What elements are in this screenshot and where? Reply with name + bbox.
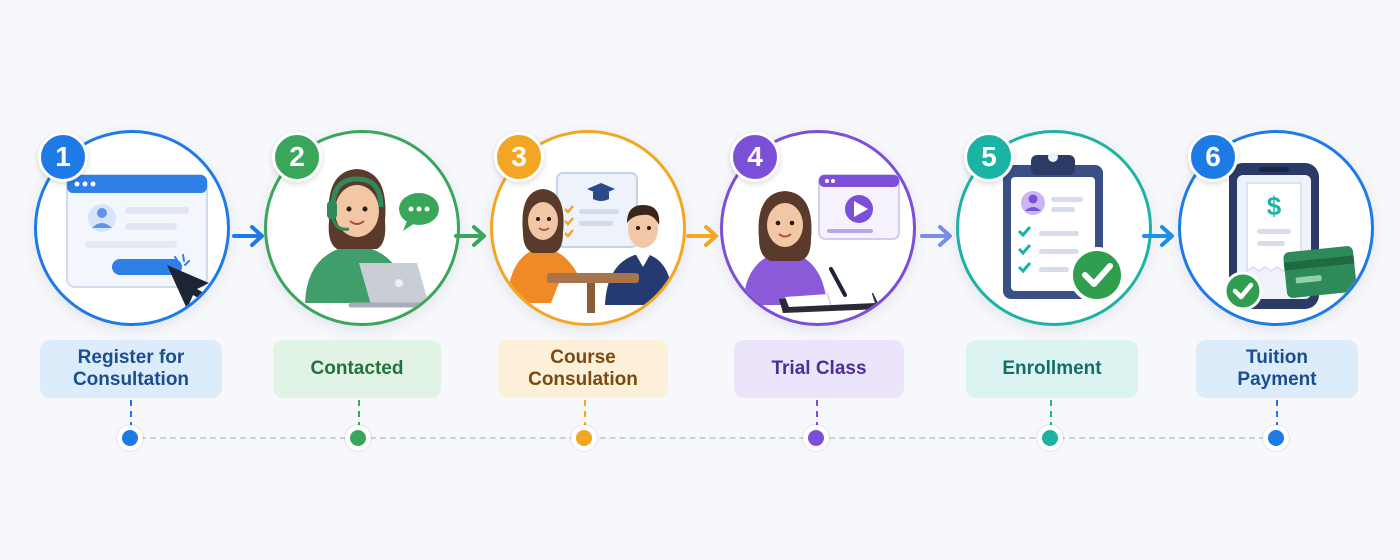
svg-text:$: $: [1267, 191, 1282, 221]
step-number-badge: 4: [730, 132, 780, 182]
arrow-right-icon: [1142, 225, 1174, 247]
step-label: Register for Consultation: [40, 340, 222, 398]
step-stem: [584, 400, 586, 428]
step-illustration: [34, 130, 230, 326]
timeline-dot: [350, 430, 366, 446]
flow-arrow: [454, 222, 490, 250]
step-stem: [130, 400, 132, 428]
step-number-badge: 2: [272, 132, 322, 182]
timeline-dot: [1268, 430, 1284, 446]
checklist-clipboard-icon: [1003, 152, 1125, 303]
step-course-consultation: 3 Course Consulation: [480, 0, 710, 560]
step-number-badge: 1: [38, 132, 88, 182]
step-label: Enrollment: [966, 340, 1138, 398]
flow-arrow: [920, 222, 956, 250]
timeline-line: [130, 437, 1275, 439]
timeline-dot: [808, 430, 824, 446]
timeline-dot: [576, 430, 592, 446]
arrow-right-icon: [454, 225, 486, 247]
step-label: Course Consulation: [498, 340, 668, 398]
arrow-right-icon: [686, 225, 718, 247]
step-stem: [358, 400, 360, 428]
step-number-badge: 3: [494, 132, 544, 182]
flow-arrow: [1142, 222, 1178, 250]
mobile-payment-icon: $: [1223, 163, 1357, 311]
step-trial-class: 4 Trial Class: [710, 0, 940, 560]
timeline-dot: [122, 430, 138, 446]
step-tuition-payment: $ 6 Tuition Payment: [1166, 0, 1396, 560]
arrow-right-icon: [232, 225, 264, 247]
step-stem: [1276, 400, 1278, 428]
step-label: Contacted: [273, 340, 441, 398]
step-stem: [1050, 400, 1052, 428]
timeline-dot: [1042, 430, 1058, 446]
step-label: Trial Class: [734, 340, 904, 398]
consultation-meeting-icon: [507, 172, 673, 313]
step-enrollment: 5 Enrollment: [940, 0, 1170, 560]
registration-form-icon: [66, 174, 211, 309]
step-stem: [816, 400, 818, 428]
step-number-badge: 6: [1188, 132, 1238, 182]
step-contacted: 2 Contacted: [250, 0, 480, 560]
step-illustration: [956, 130, 1152, 326]
arrow-right-icon: [920, 225, 952, 247]
step-label: Tuition Payment: [1196, 340, 1358, 398]
flow-arrow: [232, 222, 268, 250]
support-agent-icon: [305, 169, 440, 308]
step-register: 1 Register for Consultation: [20, 0, 250, 560]
flow-arrow: [686, 222, 722, 250]
online-class-icon: [743, 174, 900, 313]
step-number-badge: 5: [964, 132, 1014, 182]
